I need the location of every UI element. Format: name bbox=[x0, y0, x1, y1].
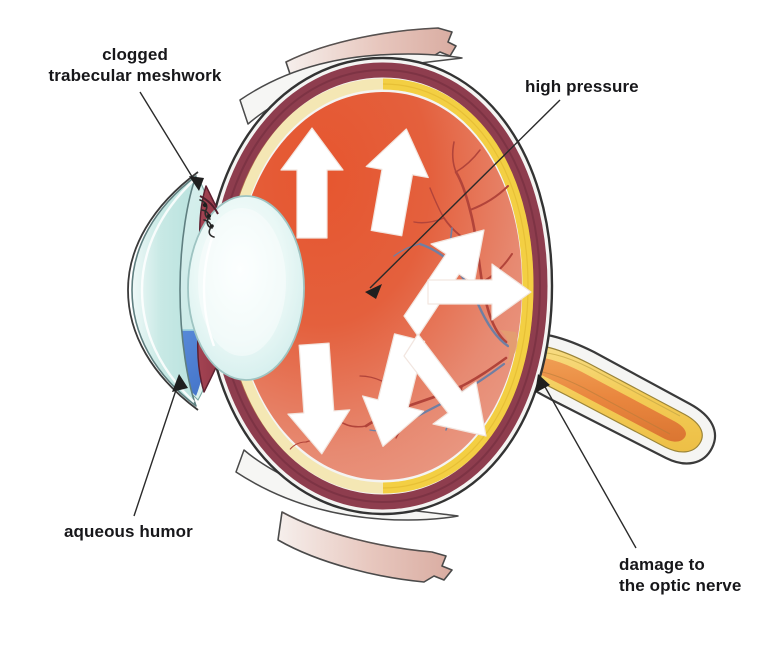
optic-disc bbox=[500, 330, 518, 364]
pressure-arrow-right bbox=[427, 263, 532, 321]
cornea bbox=[127, 171, 199, 411]
label-optic-nerve-damage: damage to the optic nerve bbox=[619, 555, 742, 596]
pressure-arrow-up-middle bbox=[365, 128, 429, 237]
pressure-arrow-down-left bbox=[287, 342, 351, 455]
lens bbox=[187, 195, 305, 381]
label-aqueous-humor: aqueous humor bbox=[64, 522, 193, 541]
optic-nerve bbox=[498, 330, 717, 465]
leader-high-pressure bbox=[365, 99, 561, 299]
pressure-arrow-up-left bbox=[280, 127, 344, 239]
inferior-rectus-muscle bbox=[277, 511, 453, 583]
label-clogged-trabecular-meshwork: clogged trabecular meshwork bbox=[48, 45, 222, 86]
leader-damage bbox=[535, 374, 637, 549]
pressure-arrows bbox=[280, 127, 532, 455]
trabecular-meshwork bbox=[199, 195, 219, 238]
leader-clogged bbox=[139, 91, 204, 191]
pressure-arrow-down-right bbox=[403, 333, 487, 437]
choroid bbox=[210, 62, 548, 510]
label-high-pressure: high pressure bbox=[525, 77, 639, 96]
retina bbox=[224, 78, 534, 494]
leader-aqueous bbox=[133, 374, 188, 517]
leader-lines bbox=[133, 91, 637, 549]
